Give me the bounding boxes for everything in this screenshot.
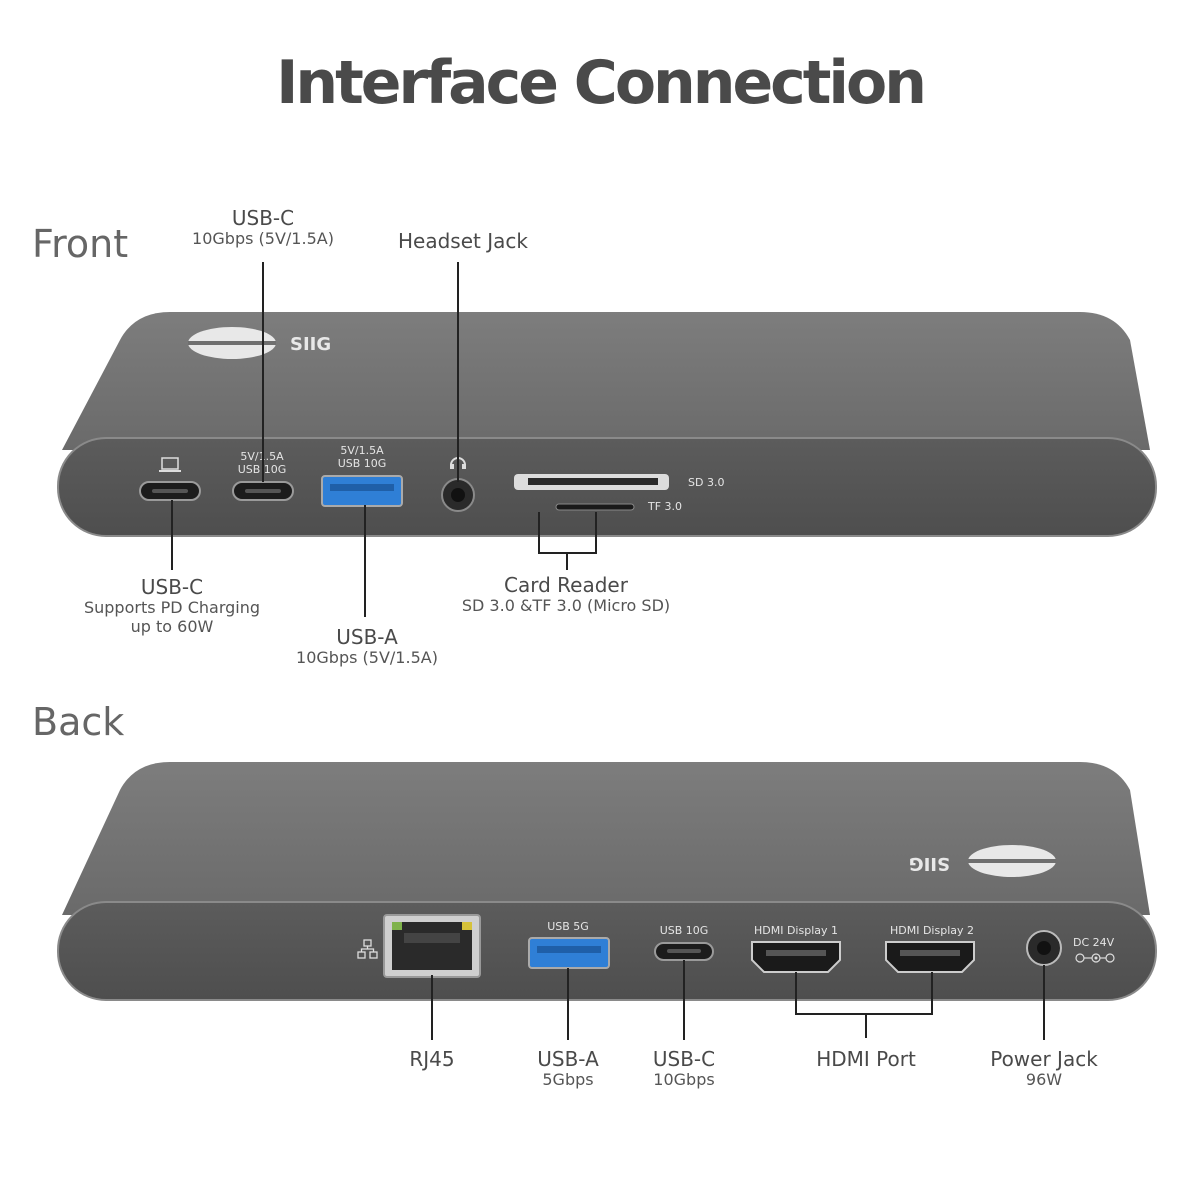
callout-power-title: Power Jack xyxy=(990,1047,1098,1071)
tf-slot xyxy=(555,503,635,511)
callout-power-sub: 96W xyxy=(1025,1070,1063,1089)
callout-card-reader-title: Card Reader xyxy=(504,573,628,597)
callout-usbc-pd-sub2: up to 60W xyxy=(130,617,214,636)
network-icon xyxy=(357,939,378,959)
callout-usbc-top-sub: 10Gbps (5V/1.5A) xyxy=(192,229,334,248)
tf-mark: TF 3.0 xyxy=(647,500,682,513)
callout-back-usba-sub: 5Gbps xyxy=(542,1070,594,1089)
front-section-label: Front xyxy=(32,222,129,266)
callout-usbc-pd: USB-C Supports PD Charging up to 60W xyxy=(62,576,282,636)
callout-card-reader: Card Reader SD 3.0 &TF 3.0 (Micro SD) xyxy=(426,574,706,615)
callout-usbc-pd-sub1: Supports PD Charging xyxy=(83,598,261,617)
usb10g-mark: USB 10G xyxy=(660,924,709,937)
callout-headset-title: Headset Jack xyxy=(398,229,528,253)
back-top-surface xyxy=(62,762,1150,915)
callout-usbc-top-title: USB-C xyxy=(231,206,295,230)
laptop-icon xyxy=(159,457,181,472)
callout-hdmi-title: HDMI Port xyxy=(816,1047,916,1071)
dc-mark: DC 24V xyxy=(1073,936,1115,949)
callout-usba-sub: 10Gbps (5V/1.5A) xyxy=(296,648,438,667)
callout-rj45-title: RJ45 xyxy=(409,1047,455,1071)
brand-text-front: SIIG xyxy=(290,334,331,355)
callout-back-usba: USB-A 5Gbps xyxy=(508,1048,628,1089)
front-callout-lines xyxy=(171,262,597,617)
usba-mark-bottom: USB 10G xyxy=(338,457,387,470)
hdmi2-mark: HDMI Display 2 xyxy=(890,924,974,937)
callout-usba-title: USB-A xyxy=(336,625,398,649)
back-section-label: Back xyxy=(32,700,125,744)
back-callout-lines xyxy=(431,960,1045,1040)
sd-mark: SD 3.0 xyxy=(688,476,724,489)
front-device: SIIG 5V/1.5A USB 10G 5V/1.5A USB 10G SD … xyxy=(57,312,1157,537)
callout-power: Power Jack 96W xyxy=(964,1048,1124,1089)
hdmi1-mark: HDMI Display 1 xyxy=(754,924,838,937)
callout-card-reader-sub: SD 3.0 &TF 3.0 (Micro SD) xyxy=(461,596,671,615)
dc-polarity-icon xyxy=(1075,953,1115,963)
brand-text-back: SIIG xyxy=(909,853,950,874)
back-device: SIIG USB 5G USB 10G HDMI Display 1 HDMI … xyxy=(57,762,1157,1001)
hdmi2-port xyxy=(885,941,975,973)
siig-logo-back: SIIG xyxy=(909,845,1056,877)
callout-back-usbc: USB-C 10Gbps xyxy=(624,1048,744,1089)
siig-logo-front: SIIG xyxy=(188,327,331,359)
callout-usbc-pd-title: USB-C xyxy=(140,575,204,599)
callout-back-usbc-sub: 10Gbps xyxy=(653,1070,715,1089)
callout-rj45: RJ45 xyxy=(372,1048,492,1070)
usb5g-mark: USB 5G xyxy=(547,920,589,933)
callout-back-usba-title: USB-A xyxy=(537,1047,599,1071)
callout-hdmi: HDMI Port xyxy=(776,1048,956,1070)
callout-headset: Headset Jack xyxy=(363,230,563,252)
hdmi1-port xyxy=(751,941,841,973)
page-title: Interface Connection xyxy=(276,48,927,118)
front-top-surface xyxy=(62,312,1150,450)
callout-back-usbc-title: USB-C xyxy=(652,1047,716,1071)
usba-mark-top: 5V/1.5A xyxy=(340,444,384,457)
callout-usba: USB-A 10Gbps (5V/1.5A) xyxy=(267,626,467,667)
callout-usbc-top: USB-C 10Gbps (5V/1.5A) xyxy=(163,207,363,248)
